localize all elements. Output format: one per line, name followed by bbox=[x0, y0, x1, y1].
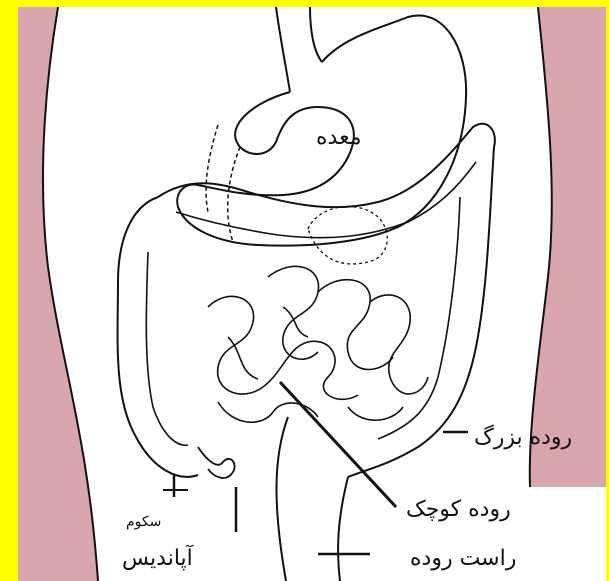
label-small-intestine: روده کوچک bbox=[406, 497, 511, 522]
label-cecum: سکوم bbox=[126, 514, 161, 530]
label-stomach: معده bbox=[316, 125, 361, 150]
left-body-side bbox=[18, 7, 98, 581]
leader-small-intestine bbox=[280, 382, 396, 507]
ascending-colon-inner bbox=[146, 252, 188, 445]
diagram-canvas: معده روده بزرگ روده کوچک سکوم آپاندیس را… bbox=[18, 7, 606, 581]
esophagus-shape bbox=[276, 7, 322, 92]
label-appendix: آپاندیس bbox=[122, 546, 193, 571]
label-large-intestine: روده بزرگ bbox=[474, 425, 572, 450]
ascending-colon bbox=[118, 197, 198, 477]
label-rectum: راست روده bbox=[410, 546, 516, 571]
descending-colon-inner bbox=[378, 197, 460, 439]
appendix-shape bbox=[198, 447, 235, 478]
descending-colon bbox=[348, 147, 494, 477]
digestive-system-diagram bbox=[18, 7, 606, 581]
right-body-side bbox=[530, 7, 606, 487]
small-intestine-coils bbox=[208, 266, 428, 422]
